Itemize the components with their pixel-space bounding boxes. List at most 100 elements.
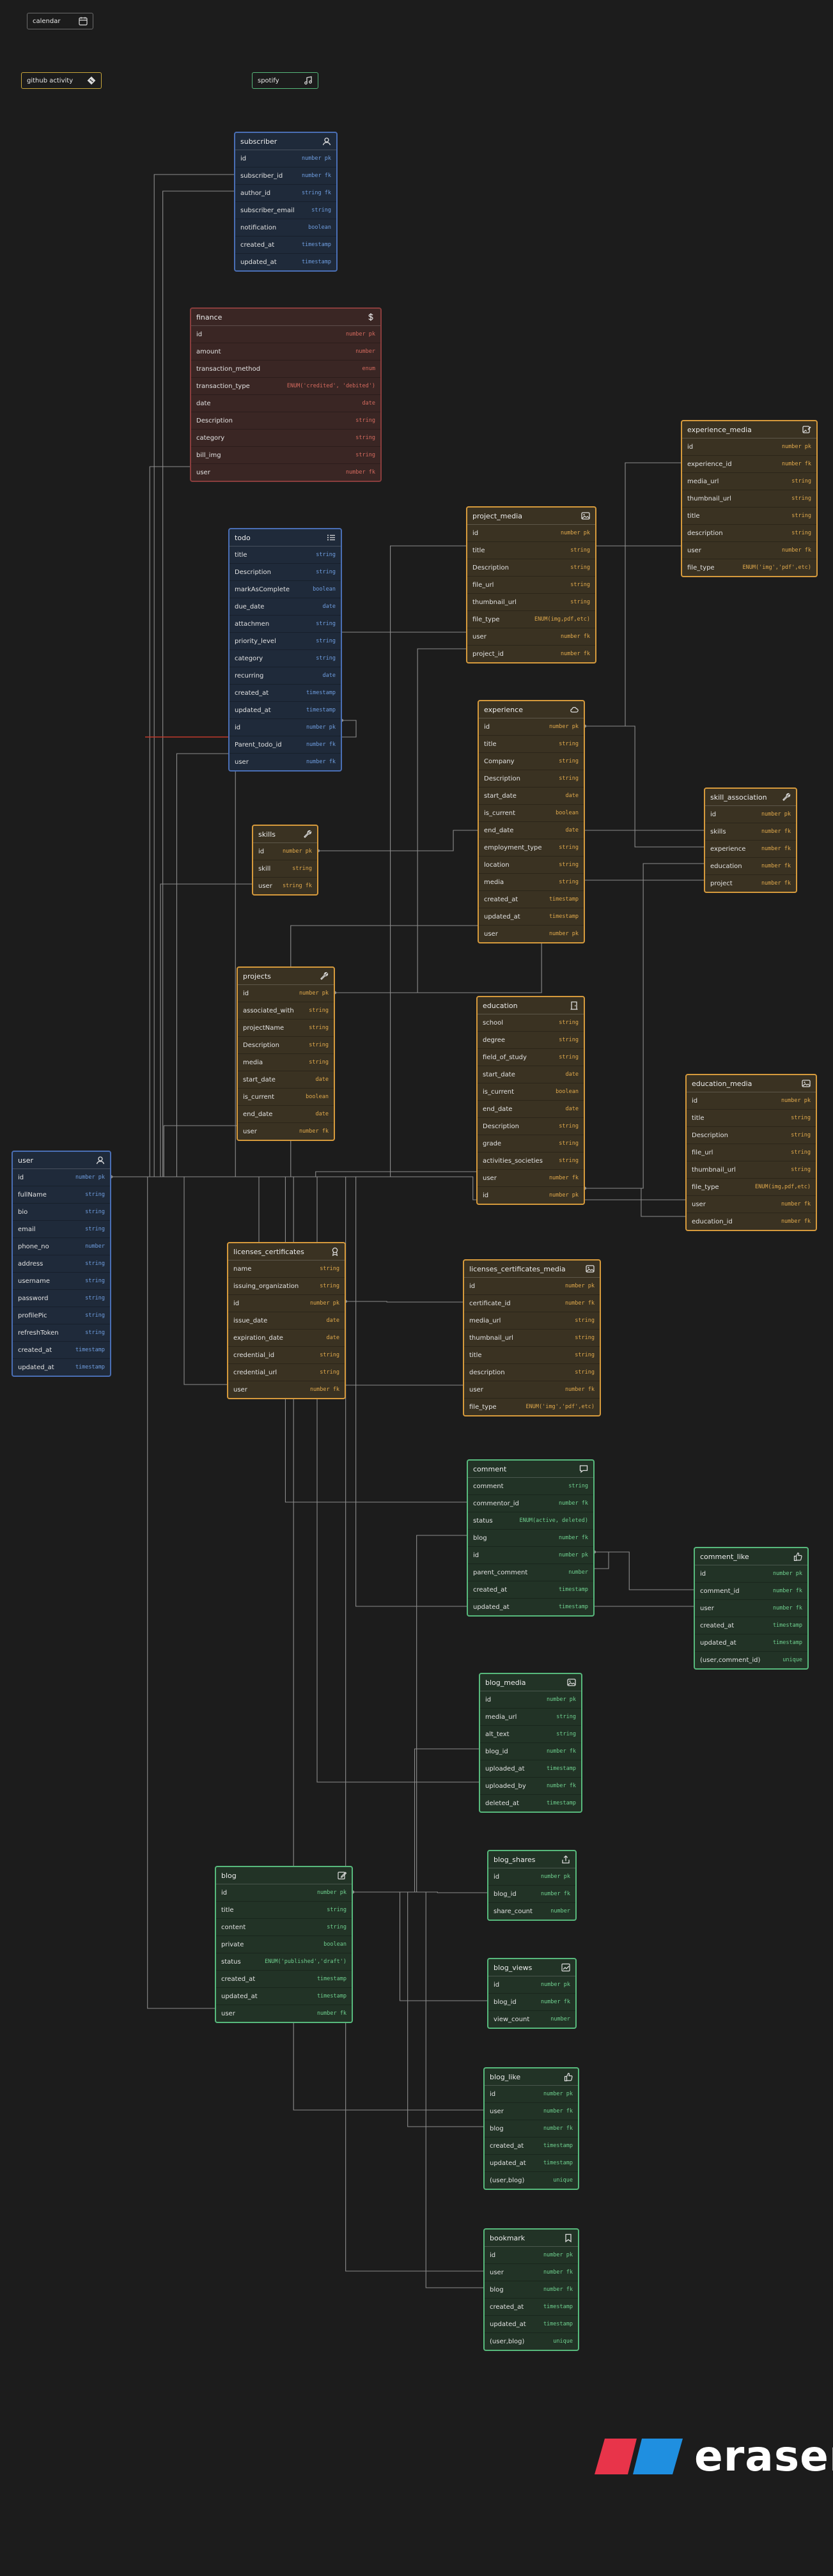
entity-header[interactable]: comment_like (695, 1548, 807, 1565)
entity-header[interactable]: subscriber (235, 133, 336, 150)
field-row[interactable]: (user,comment_id)unique (695, 1652, 807, 1668)
entity-header[interactable]: experience (479, 701, 584, 718)
entity-header[interactable]: todo (230, 529, 341, 547)
entity-header[interactable]: blog (216, 1867, 352, 1884)
github-chip[interactable]: github activity (21, 72, 102, 89)
entity-header[interactable]: education (478, 997, 584, 1014)
calendar-chip[interactable]: calendar (27, 13, 93, 29)
entity-header[interactable]: education_media (687, 1075, 816, 1092)
entity-header[interactable]: blog_views (488, 1959, 575, 1976)
entity-header[interactable]: user (13, 1152, 110, 1169)
spotify-chip[interactable]: spotify (252, 72, 318, 89)
